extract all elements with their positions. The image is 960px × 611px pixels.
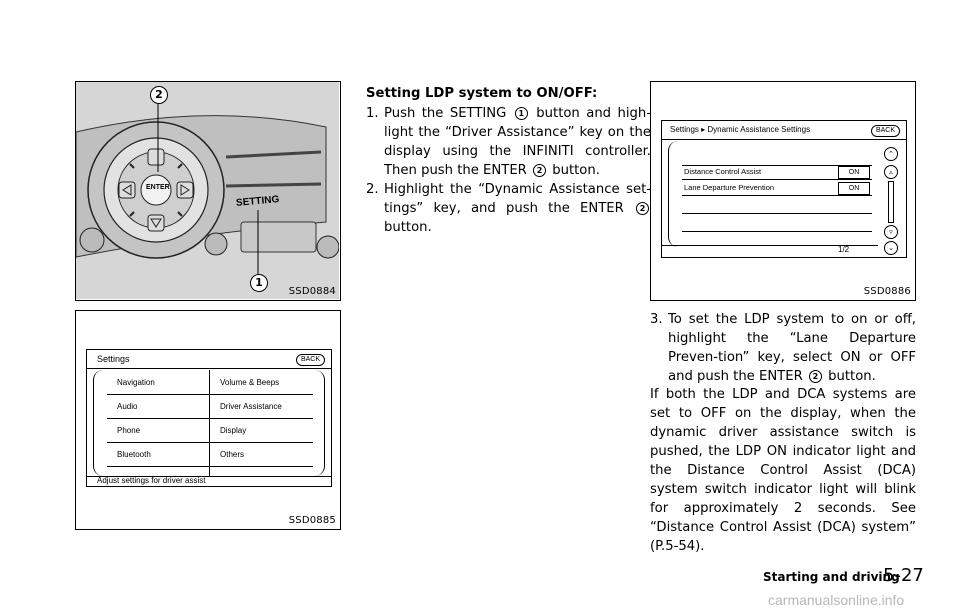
scroll-down-icon[interactable]: ▿	[884, 225, 898, 239]
screen-display: Settings BACK Navigation Audio Phone Blu…	[86, 349, 332, 487]
enter-button-label: ENTER	[146, 184, 170, 191]
callout-2-icon: 2	[533, 164, 547, 177]
step-1: 1. Push the SETTING 1 button and high-li…	[366, 104, 651, 180]
scroll-bottom-icon[interactable]: ⌄	[884, 241, 898, 255]
callout-2: 2	[150, 86, 168, 104]
watermark: carmanualsonline.info	[768, 592, 905, 608]
menu-item-others[interactable]: Others	[220, 450, 245, 459]
figure-code: SSD0884	[288, 286, 336, 297]
step-text: To set the LDP system to on or off, high…	[668, 312, 916, 384]
page-indicator: 1/2	[838, 245, 850, 254]
callout-1-icon: 1	[514, 107, 528, 120]
callout-1: 1	[250, 274, 268, 292]
step-text: Push the SETTING	[384, 106, 507, 121]
section-heading: Setting LDP system to ON/OFF:	[366, 86, 598, 101]
scroll-top-icon[interactable]: ⌃	[884, 147, 898, 161]
body-paragraph: If both the LDP and DCA systems are set …	[650, 387, 916, 554]
menu-item-volume-beeps[interactable]: Volume & Beeps	[220, 378, 280, 387]
step-number: 2.	[366, 182, 379, 197]
figure-dynamic-assistance: Settings ▸ Dynamic Assistance Settings B…	[650, 81, 916, 301]
row-ldp-label[interactable]: Lane Departure Prevention	[684, 183, 775, 192]
back-button[interactable]: BACK	[295, 354, 325, 366]
menu-item-navigation[interactable]: Navigation	[117, 378, 155, 387]
status-bar: Adjust settings for driver assist	[97, 476, 206, 485]
screen-title: Settings ▸ Dynamic Assistance Settings	[670, 125, 811, 134]
menu-item-driver-assistance[interactable]: Driver Assistance	[220, 402, 282, 411]
screen-display: Settings ▸ Dynamic Assistance Settings B…	[661, 120, 907, 258]
row-ldp-value[interactable]: ON	[838, 182, 870, 195]
control-panel-illustration	[76, 82, 339, 299]
step-text: button.	[384, 220, 432, 235]
menu-item-bluetooth[interactable]: Bluetooth	[117, 450, 151, 459]
step-2: 2. Highlight the “Dynamic Assistance set…	[366, 180, 651, 237]
back-button[interactable]: BACK	[870, 125, 900, 137]
scroll-up-icon[interactable]: ▵	[884, 165, 898, 179]
screen-title: Settings	[97, 354, 130, 364]
figure-code: SSD0885	[288, 515, 336, 526]
step-text: button and high-light the “Driver Assist…	[384, 106, 651, 178]
step-text: Highlight the “Dynamic Assistance set-ti…	[384, 182, 651, 216]
figure-code: SSD0886	[863, 286, 911, 297]
footer-section-title: Starting and driving	[763, 570, 900, 584]
figure-settings-menu: Settings BACK Navigation Audio Phone Blu…	[75, 310, 341, 530]
menu-item-display[interactable]: Display	[220, 426, 247, 435]
row-dca-label[interactable]: Distance Control Assist	[684, 167, 762, 176]
step-text: button.	[552, 163, 600, 178]
step-text: button.	[828, 369, 876, 384]
page-number: 5-27	[883, 565, 924, 586]
row-dca-value[interactable]: ON	[838, 166, 870, 179]
menu-item-phone[interactable]: Phone	[117, 426, 141, 435]
step-number: 3.	[650, 312, 663, 327]
menu-item-audio[interactable]: Audio	[117, 402, 138, 411]
callout-2-icon: 2	[635, 202, 649, 215]
callout-2-icon: 2	[808, 370, 822, 383]
step-number: 1.	[366, 106, 379, 121]
step-3: 3. To set the LDP system to on or off, h…	[650, 310, 916, 386]
scrollbar[interactable]	[888, 181, 894, 223]
figure-setting-panel: ENTER SETTING 2 1 SSD0884	[75, 81, 341, 301]
